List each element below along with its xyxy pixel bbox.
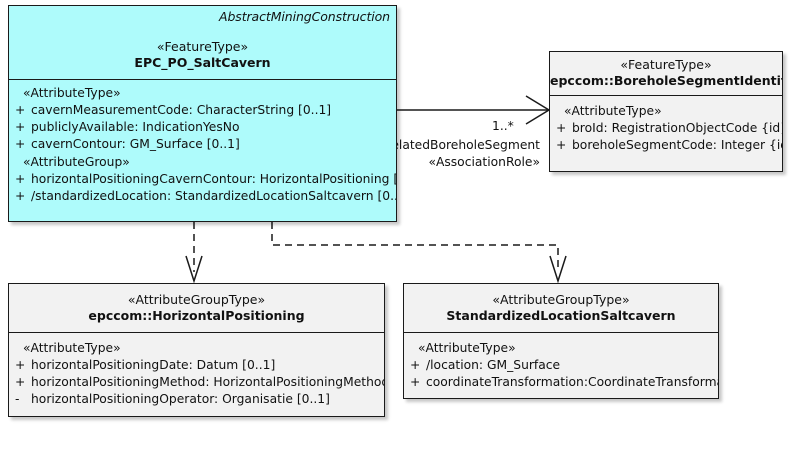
visibility-marker: - <box>15 391 20 406</box>
class-box-borehole-segment-identification[interactable]: «FeatureType» epccom::BoreholeSegmentIde… <box>549 51 783 172</box>
class-box-horizontal-positioning[interactable]: «AttributeGroupType» epccom::HorizontalP… <box>8 283 385 417</box>
attribute-text: broId: RegistrationObjectCode {id} <box>572 120 783 135</box>
attribute-row[interactable]: + boreholeSegmentCode: Integer {id} <box>550 137 782 154</box>
attribute-text: horizontalPositioningOperator: Organisat… <box>31 391 330 406</box>
visibility-marker: + <box>15 102 26 117</box>
attribute-row[interactable]: + cavernMeasurementCode: CharacterString… <box>9 102 396 119</box>
attribute-row[interactable]: + cavernContour: GM_Surface [0..1] <box>9 136 396 153</box>
class-name: epccom::HorizontalPositioning <box>88 307 305 323</box>
attribute-text: cavernContour: GM_Surface [0..1] <box>31 136 240 151</box>
class-body-borehole-segment-identification: «AttributeType» + broId: RegistrationObj… <box>550 96 782 158</box>
attribute-row[interactable]: + /location: GM_Surface <box>404 357 718 374</box>
association-multiplicity: 1..* <box>492 119 514 133</box>
attribute-row[interactable]: + horizontalPositioningCavernContour: Ho… <box>9 172 396 189</box>
attribute-text: coordinateTransformation:CoordinateTrans… <box>426 374 719 389</box>
attribute-row[interactable]: + broId: RegistrationObjectCode {id} <box>550 120 782 137</box>
attribute-row[interactable]: + horizontalPositioningDate: Datum [0..1… <box>9 357 384 374</box>
visibility-marker: + <box>556 120 567 135</box>
class-header-standardized-location-saltcavern: «AttributeGroupType» StandardizedLocatio… <box>404 284 718 333</box>
association-role-name: +relatedBoreholeSegment <box>376 138 540 152</box>
association-related-borehole-segment <box>397 95 551 125</box>
class-header-horizontal-positioning: «AttributeGroupType» epccom::HorizontalP… <box>9 284 384 333</box>
attribute-text: horizontalPositioningCavernContour: Hori… <box>31 172 397 187</box>
attribute-text: publiclyAvailable: IndicationYesNo <box>31 119 240 134</box>
visibility-marker: + <box>410 357 421 372</box>
visibility-marker: + <box>556 137 567 152</box>
visibility-marker: + <box>410 374 421 389</box>
association-role-stereotype: «AssociationRole» <box>428 154 540 169</box>
attribute-group-label: «AttributeType» <box>23 86 121 100</box>
dependency-horizontal-positioning <box>185 222 203 284</box>
attribute-row[interactable]: - horizontalPositioningOperator: Organis… <box>9 391 384 408</box>
attribute-text: horizontalPositioningDate: Datum [0..1] <box>31 357 276 372</box>
class-name: epccom::BoreholeSegmentIdentification <box>550 72 782 88</box>
visibility-marker: + <box>15 172 26 187</box>
attribute-group-label: «AttributeType» <box>564 104 662 118</box>
class-name: StandardizedLocationSaltcavern <box>446 307 676 323</box>
class-name: EPC_PO_SaltCavern <box>134 54 271 70</box>
visibility-marker: + <box>15 136 26 151</box>
visibility-marker: + <box>15 119 26 134</box>
attribute-row[interactable]: + publiclyAvailable: IndicationYesNo <box>9 119 396 136</box>
class-stereotype: «FeatureType» <box>620 57 712 72</box>
attribute-text: cavernMeasurementCode: CharacterString [… <box>31 102 332 117</box>
attribute-row[interactable]: + horizontalPositioningMethod: Horizonta… <box>9 374 384 391</box>
class-body-standardized-location-saltcavern: «AttributeType» + /location: GM_Surface … <box>404 333 718 395</box>
class-box-standardized-location-saltcavern[interactable]: «AttributeGroupType» StandardizedLocatio… <box>403 283 719 399</box>
attribute-row[interactable]: + /standardizedLocation: StandardizedLoc… <box>9 189 396 206</box>
attribute-text: boreholeSegmentCode: Integer {id} <box>572 137 783 152</box>
visibility-marker: + <box>15 357 26 372</box>
class-stereotype: «AttributeGroupType» <box>127 292 266 307</box>
abstract-supertype-note: AbstractMiningConstruction <box>219 9 390 24</box>
attribute-row[interactable]: + coordinateTransformation:CoordinateTra… <box>404 374 718 391</box>
attribute-text: /location: GM_Surface <box>426 357 561 372</box>
attribute-text: /standardizedLocation: StandardizedLocat… <box>31 189 397 204</box>
class-box-epc-po-saltcavern[interactable]: AbstractMiningConstruction «FeatureType»… <box>8 5 397 222</box>
attribute-group-label: «AttributeGroup» <box>23 155 130 170</box>
class-body-epc-po-saltcavern: «AttributeType» + cavernMeasurementCode:… <box>9 80 396 210</box>
class-body-horizontal-positioning: «AttributeType» + horizontalPositioningD… <box>9 333 384 412</box>
attribute-group-label: «AttributeType» <box>23 341 121 355</box>
association-role-label: +relatedBoreholeSegment «AssociationRole… <box>368 137 540 170</box>
class-header-borehole-segment-identification: «FeatureType» epccom::BoreholeSegmentIde… <box>550 52 782 96</box>
visibility-marker: + <box>15 189 26 204</box>
visibility-marker: + <box>15 374 26 389</box>
class-stereotype: «FeatureType» <box>156 39 249 54</box>
class-header-epc-po-saltcavern: AbstractMiningConstruction «FeatureType»… <box>9 6 396 80</box>
attribute-group-label: «AttributeType» <box>418 341 516 355</box>
class-stereotype: «AttributeGroupType» <box>492 292 630 307</box>
attribute-text: horizontalPositioningMethod: HorizontalP… <box>31 374 385 389</box>
dependency-standardized-location <box>271 222 567 284</box>
